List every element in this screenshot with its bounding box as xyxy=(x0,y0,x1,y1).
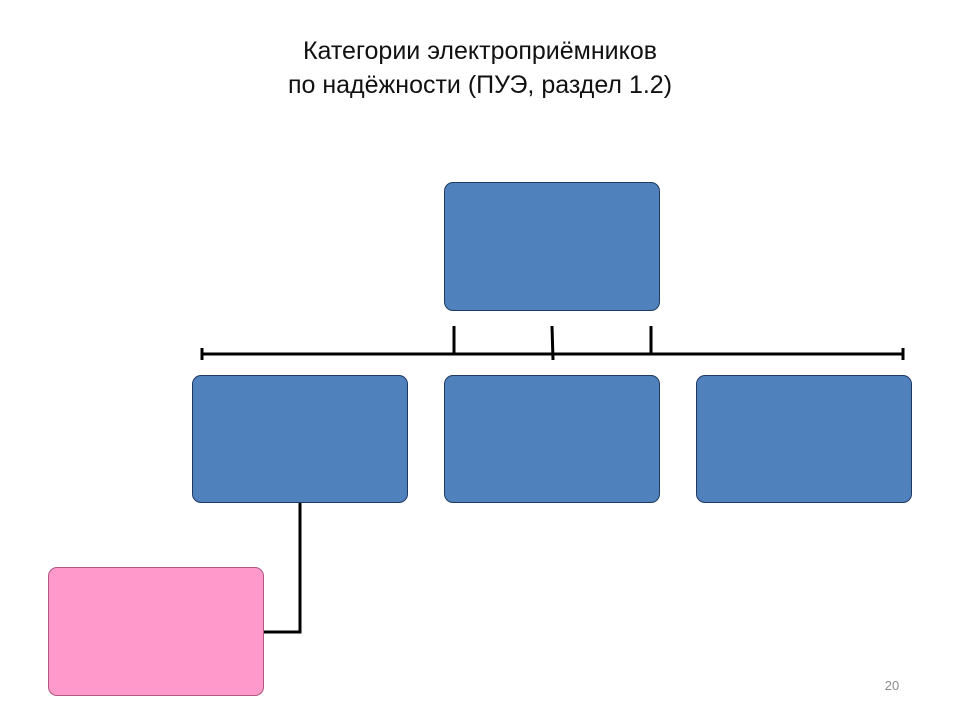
diagram-node-root xyxy=(444,182,660,311)
title-line-1: Категории электроприёмников xyxy=(302,37,658,65)
diagram-node-sub-1 xyxy=(48,567,264,696)
slide-title: Категории электроприёмников по надёжност… xyxy=(180,34,780,102)
diagram-node-child-3 xyxy=(696,375,912,503)
diagram-node-child-1 xyxy=(192,375,408,503)
connector-child1-to-sub1 xyxy=(264,502,302,634)
page-number: 20 xyxy=(884,678,900,693)
connector-root-drop-center xyxy=(550,325,555,361)
diagram-node-child-2 xyxy=(444,375,660,503)
title-line-2: по надёжности (ПУЭ, раздел 1.2) xyxy=(287,71,673,99)
